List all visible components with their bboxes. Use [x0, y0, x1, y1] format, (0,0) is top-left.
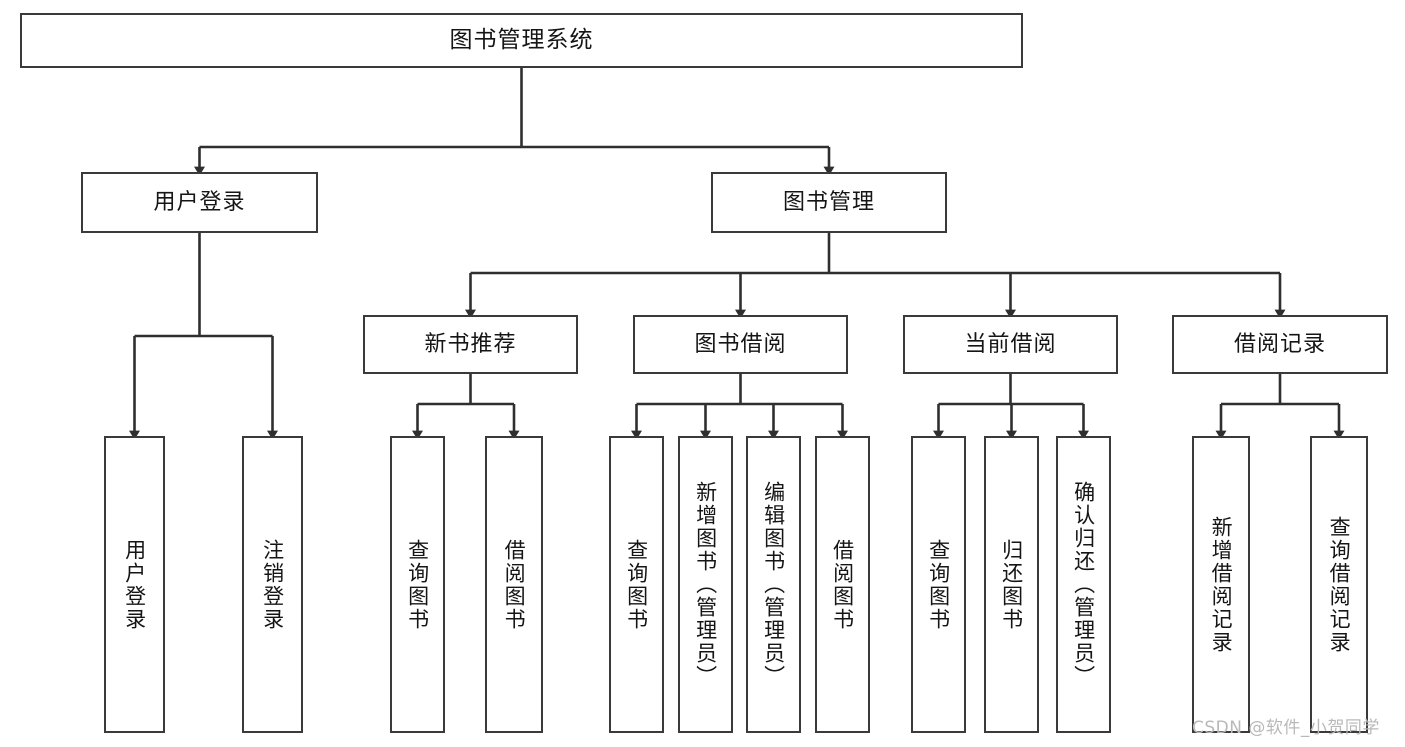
node-leaf-borrow-book-1-label: 借阅图书: [502, 538, 527, 631]
node-leaf-query-book-2-label: 查询图书: [624, 538, 649, 631]
node-new-book-recommend-label: 新书推荐: [424, 331, 517, 357]
node-leaf-edit-book[interactable]: 编辑图书（管理员）: [746, 436, 801, 733]
node-leaf-user-logout-label: 注销登录: [260, 538, 285, 631]
node-leaf-confirm-return[interactable]: 确认归还（管理员）: [1056, 436, 1111, 733]
node-leaf-confirm-return-label: 确认归还（管理员）: [1071, 481, 1096, 688]
node-leaf-return-book-label: 归还图书: [999, 538, 1024, 631]
node-leaf-query-book-3-label: 查询图书: [926, 538, 951, 631]
node-borrow-record[interactable]: 借阅记录: [1172, 315, 1388, 374]
node-book-manage[interactable]: 图书管理: [711, 172, 947, 233]
node-book-borrow-label: 图书借阅: [694, 331, 787, 357]
node-book-manage-label: 图书管理: [782, 189, 875, 215]
node-leaf-query-book-3[interactable]: 查询图书: [911, 436, 966, 733]
csdn-watermark: CSDN @软件_小贺同学: [1192, 718, 1380, 738]
node-user-login[interactable]: 用户登录: [81, 172, 318, 233]
node-leaf-return-book[interactable]: 归还图书: [984, 436, 1039, 733]
node-root-label: 图书管理系统: [449, 27, 594, 54]
node-leaf-add-book[interactable]: 新增图书（管理员）: [678, 436, 733, 733]
node-leaf-user-login[interactable]: 用户登录: [104, 436, 165, 733]
node-root[interactable]: 图书管理系统: [20, 13, 1023, 68]
node-leaf-query-book-1-label: 查询图书: [405, 538, 430, 631]
node-leaf-query-record-label: 查询借阅记录: [1327, 515, 1352, 654]
node-leaf-query-book-2[interactable]: 查询图书: [609, 436, 664, 733]
node-leaf-borrow-book-2-label: 借阅图书: [830, 538, 855, 631]
node-leaf-borrow-book-1[interactable]: 借阅图书: [485, 436, 543, 733]
node-borrow-record-label: 借阅记录: [1233, 331, 1326, 357]
node-leaf-query-record[interactable]: 查询借阅记录: [1310, 436, 1368, 733]
node-book-borrow[interactable]: 图书借阅: [633, 315, 848, 374]
node-leaf-user-logout[interactable]: 注销登录: [242, 436, 303, 733]
node-leaf-add-book-label: 新增图书（管理员）: [693, 481, 718, 688]
node-user-login-label: 用户登录: [153, 189, 246, 215]
node-leaf-add-record-label: 新增借阅记录: [1209, 515, 1234, 654]
node-current-borrow-label: 当前借阅: [964, 331, 1057, 357]
node-leaf-add-record[interactable]: 新增借阅记录: [1192, 436, 1250, 733]
node-leaf-query-book-1[interactable]: 查询图书: [390, 436, 445, 733]
node-leaf-user-login-label: 用户登录: [122, 538, 147, 631]
node-leaf-borrow-book-2[interactable]: 借阅图书: [815, 436, 870, 733]
node-new-book-recommend[interactable]: 新书推荐: [363, 315, 578, 374]
node-leaf-edit-book-label: 编辑图书（管理员）: [761, 481, 786, 688]
node-current-borrow[interactable]: 当前借阅: [903, 315, 1118, 374]
